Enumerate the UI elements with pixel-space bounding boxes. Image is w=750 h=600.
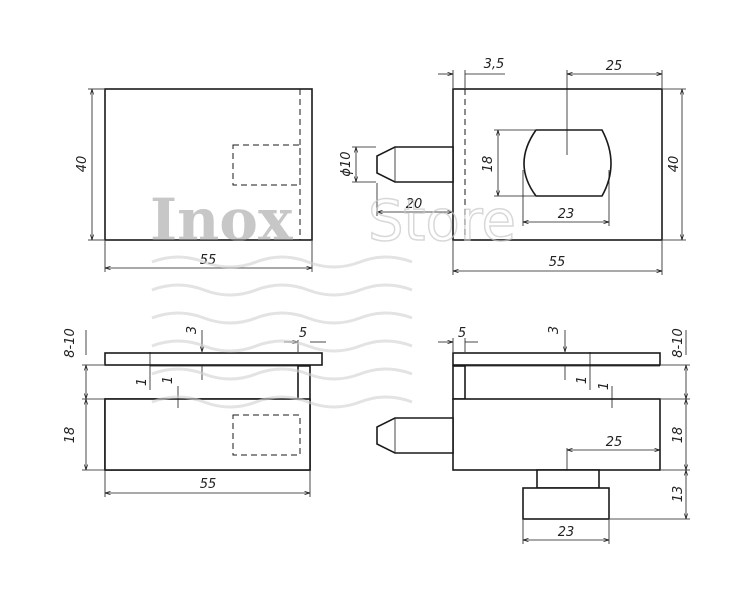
dim-height-40: 40: [75, 156, 90, 173]
watermark-inox: Inox: [150, 186, 293, 254]
dim-body-18-right: 18: [671, 427, 686, 444]
dims-front-top: 40 55: [75, 88, 313, 272]
dim-gap-8-10: 8-10: [63, 328, 78, 358]
dim-width-55-bottom: 55: [200, 477, 217, 492]
dim-wall-3-right: 3: [547, 326, 562, 334]
view-front-top: [104, 88, 313, 241]
dim-thickness-1a-right: 1: [575, 376, 590, 384]
dim-width-55-right: 55: [549, 255, 566, 270]
dim-lip-5-right: 5: [458, 326, 466, 341]
dim-thickness-1b-right: 1: [597, 382, 612, 390]
dim-foot-w-23: 23: [558, 525, 575, 540]
dim-gap-8-10-right: 8-10: [671, 328, 686, 358]
watermark: Inox Store: [150, 186, 517, 409]
dim-slot-w-23: 23: [558, 207, 575, 222]
dim-pin-len-20: 20: [406, 197, 423, 212]
view-front-bottom: [104, 352, 323, 471]
dims-front-bottom: 8-10 3 5 1 1 18 55: [63, 326, 326, 497]
dim-thickness-1a: 1: [135, 378, 150, 386]
view-side-bottom: [376, 352, 661, 520]
dims-side-bottom: 5 3 8-10 1 1 25 18 13 23: [438, 326, 690, 544]
dims-side-top: 3,5 25 ϕ10 20 18 23 40 55: [339, 57, 686, 275]
dim-wall-3: 3: [185, 326, 200, 334]
dim-slot-pos-25: 25: [606, 59, 623, 74]
dim-thickness-1b: 1: [161, 376, 176, 384]
dim-diameter-10: ϕ10: [339, 151, 354, 176]
watermark-store: Store: [368, 189, 516, 254]
dim-height-40-right: 40: [667, 156, 682, 173]
dim-foot-13: 13: [671, 486, 686, 503]
view-side-top: [376, 88, 663, 241]
dim-slot-pos-25-bottom: 25: [606, 435, 623, 450]
dim-slot-h-18: 18: [481, 156, 496, 173]
dim-body-18: 18: [63, 427, 78, 444]
dim-offset-3-5: 3,5: [484, 57, 505, 72]
dim-lip-5: 5: [299, 326, 307, 341]
